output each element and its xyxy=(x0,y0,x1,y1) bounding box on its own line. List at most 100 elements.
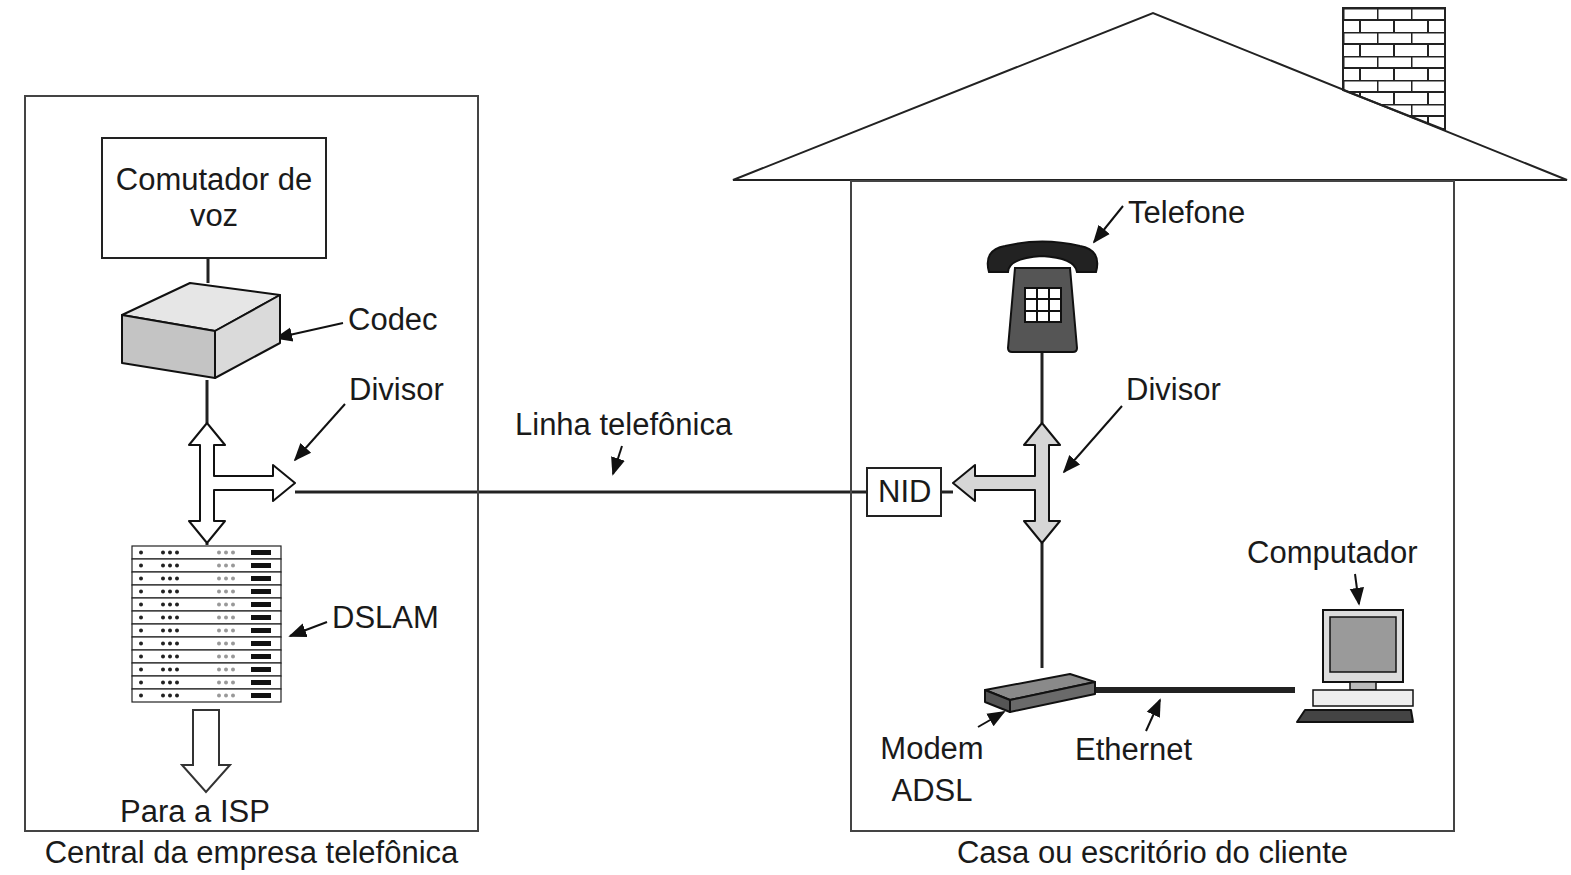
keypad-grid xyxy=(1048,288,1050,322)
splitter-shape xyxy=(953,423,1060,543)
led xyxy=(161,655,165,659)
port xyxy=(251,680,271,685)
codec-side xyxy=(215,295,280,378)
led xyxy=(161,642,165,646)
leader-line xyxy=(1064,406,1122,472)
callout-label: Computador xyxy=(1247,535,1418,571)
leader-line xyxy=(295,404,345,460)
led xyxy=(168,694,172,698)
led xyxy=(168,668,172,672)
led xyxy=(168,681,172,685)
rack-unit xyxy=(132,663,281,676)
rack-unit xyxy=(132,637,281,650)
port xyxy=(251,576,271,581)
led xyxy=(168,642,172,646)
led xyxy=(217,655,221,659)
led xyxy=(217,551,221,555)
keypad-grid xyxy=(1036,288,1038,322)
led xyxy=(231,642,235,646)
splitR-icon xyxy=(953,423,1061,543)
line-label: Linha telefônica xyxy=(515,407,732,443)
device-box: NID xyxy=(866,467,942,517)
leader-line xyxy=(978,712,1004,727)
led xyxy=(217,603,221,607)
pc-icon xyxy=(1295,610,1415,728)
rack-unit xyxy=(132,650,281,663)
device-box: Comutador de voz xyxy=(101,137,327,259)
port xyxy=(251,615,271,620)
port xyxy=(251,589,271,594)
site-caption: Central da empresa telefônica xyxy=(45,835,459,871)
led xyxy=(139,694,143,698)
led xyxy=(217,694,221,698)
device-icon: Divisor xyxy=(953,423,1061,543)
led xyxy=(168,551,172,555)
led xyxy=(217,642,221,646)
monitor xyxy=(1323,610,1403,682)
port xyxy=(251,563,271,568)
wire xyxy=(207,259,210,283)
led xyxy=(161,668,165,672)
led xyxy=(231,603,235,607)
led xyxy=(175,590,179,594)
codec-front xyxy=(122,315,215,378)
device-icon: Computador xyxy=(1295,610,1415,728)
led xyxy=(175,551,179,555)
led xyxy=(139,629,143,633)
led xyxy=(217,668,221,672)
handset xyxy=(988,242,1098,273)
leader-line xyxy=(290,622,327,636)
port xyxy=(251,654,271,659)
led xyxy=(161,564,165,568)
led xyxy=(217,681,221,685)
led xyxy=(224,694,228,698)
led xyxy=(175,577,179,581)
splitter-shape xyxy=(189,423,295,543)
led xyxy=(224,564,228,568)
rack-unit xyxy=(132,546,281,559)
isp-arrow xyxy=(182,710,230,792)
rack-unit xyxy=(132,689,281,702)
device-icon: Codec xyxy=(120,283,282,380)
led xyxy=(175,655,179,659)
phone-body xyxy=(1008,268,1077,352)
led xyxy=(231,629,235,633)
splitL-icon xyxy=(182,423,295,543)
monitor-stand xyxy=(1350,682,1376,690)
led xyxy=(168,629,172,633)
line-label: Ethernet xyxy=(1075,732,1192,768)
wire xyxy=(942,491,953,494)
led xyxy=(224,590,228,594)
led xyxy=(175,564,179,568)
codec-icon xyxy=(120,283,282,380)
port xyxy=(251,641,271,646)
led xyxy=(161,551,165,555)
rack xyxy=(132,546,281,702)
led xyxy=(175,694,179,698)
led xyxy=(224,616,228,620)
led xyxy=(139,655,143,659)
led xyxy=(175,629,179,633)
led xyxy=(161,603,165,607)
led xyxy=(175,681,179,685)
led xyxy=(168,564,172,568)
leader-line xyxy=(1355,574,1359,604)
led xyxy=(224,629,228,633)
led xyxy=(175,642,179,646)
leader-line xyxy=(1094,206,1123,242)
modem-icon xyxy=(985,668,1095,712)
leader-line xyxy=(613,446,622,474)
device-icon: Modem ADSL xyxy=(985,668,1095,712)
rack-unit xyxy=(132,559,281,572)
keypad-grid xyxy=(1025,310,1061,312)
led xyxy=(139,603,143,607)
callout-label: DSLAM xyxy=(332,600,439,636)
led xyxy=(168,655,172,659)
led xyxy=(224,551,228,555)
led xyxy=(224,577,228,581)
led xyxy=(217,616,221,620)
port xyxy=(251,667,271,672)
callout-label: Divisor xyxy=(349,372,444,408)
